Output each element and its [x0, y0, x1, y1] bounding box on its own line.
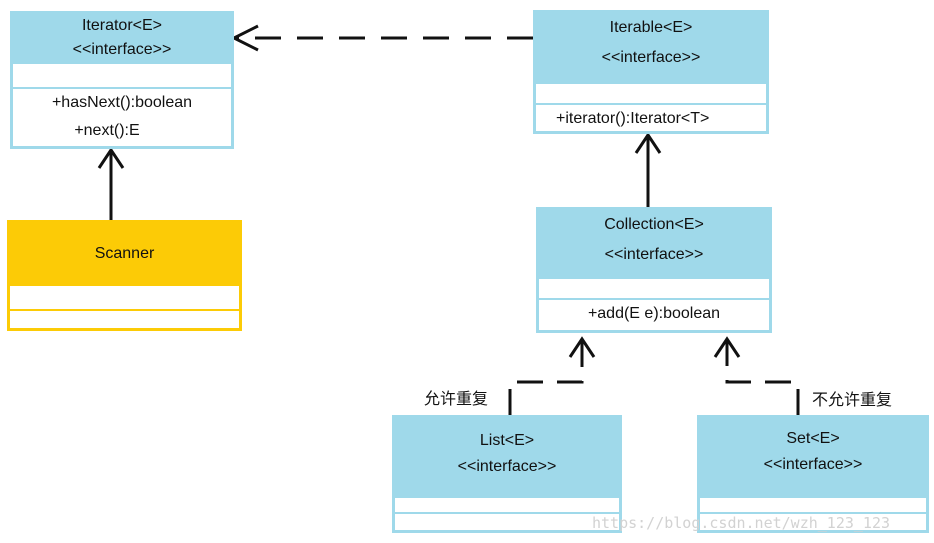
class-iterator-attributes — [13, 62, 231, 87]
class-iterator-operations: +hasNext():boolean +next():E — [13, 87, 231, 145]
watermark-text: https://blog.csdn.net/wzh_123_123 — [592, 514, 891, 532]
edge-set-collection — [725, 340, 800, 415]
class-list-stereotype: <<interface>> — [457, 458, 557, 475]
class-iterator: Iterator<E> <<interface>> +hasNext():boo… — [10, 11, 234, 149]
class-set-header: Set<E> <<interface>> — [700, 418, 926, 496]
class-list: List<E> <<interface>> — [392, 415, 622, 533]
set-note-label: 不允许重复 — [812, 392, 893, 409]
class-collection-attributes — [539, 277, 769, 298]
class-iterator-stereotype: <<interface>> — [72, 41, 172, 58]
arrowhead-collection-right — [713, 336, 741, 358]
class-set-stereotype: <<interface>> — [763, 456, 863, 473]
class-iterator-header: Iterator<E> <<interface>> — [13, 14, 231, 62]
class-collection-header: Collection<E> <<interface>> — [539, 210, 769, 277]
edge-list-collection — [508, 340, 584, 415]
class-iterable-header: Iterable<E> <<interface>> — [536, 13, 766, 82]
class-iterable-attributes — [536, 82, 766, 103]
class-iterator-name: Iterator<E> — [81, 17, 163, 34]
class-iterable-stereotype: <<interface>> — [601, 49, 701, 66]
arrowhead-iterator-bottom — [97, 147, 125, 169]
class-set-name: Set<E> — [786, 430, 840, 447]
class-list-attributes — [395, 496, 619, 512]
class-collection-stereotype: <<interface>> — [604, 246, 704, 263]
arrowhead-iterable — [634, 132, 662, 154]
class-list-operations — [395, 512, 619, 532]
op-hasnext: +hasNext():boolean — [51, 94, 193, 111]
arrowhead-collection-left — [568, 336, 596, 358]
list-note-label: 允许重复 — [424, 391, 489, 408]
arrowhead-iterator — [230, 24, 259, 52]
class-iterable-name: Iterable<E> — [609, 19, 693, 36]
class-scanner-header: Scanner — [10, 223, 239, 284]
op-iterator: +iterator():Iterator<T> — [556, 110, 710, 127]
class-collection-name: Collection<E> — [604, 216, 704, 233]
class-scanner-name: Scanner — [94, 245, 155, 262]
op-next: +next():E — [74, 122, 140, 139]
op-add: +add(E e):boolean — [587, 305, 721, 322]
class-collection: Collection<E> <<interface>> +add(E e):bo… — [536, 207, 772, 333]
class-list-header: List<E> <<interface>> — [395, 418, 619, 496]
class-set-operations — [700, 512, 926, 532]
class-scanner-operations — [10, 309, 239, 331]
class-set: Set<E> <<interface>> — [697, 415, 929, 533]
class-set-attributes — [700, 496, 926, 512]
class-list-name: List<E> — [479, 432, 535, 449]
class-iterable: Iterable<E> <<interface>> +iterator():It… — [533, 10, 769, 134]
class-scanner-attributes — [10, 284, 239, 309]
class-scanner: Scanner — [7, 220, 242, 331]
class-iterable-operations: +iterator():Iterator<T> — [536, 103, 766, 133]
class-collection-operations: +add(E e):boolean — [539, 298, 769, 328]
